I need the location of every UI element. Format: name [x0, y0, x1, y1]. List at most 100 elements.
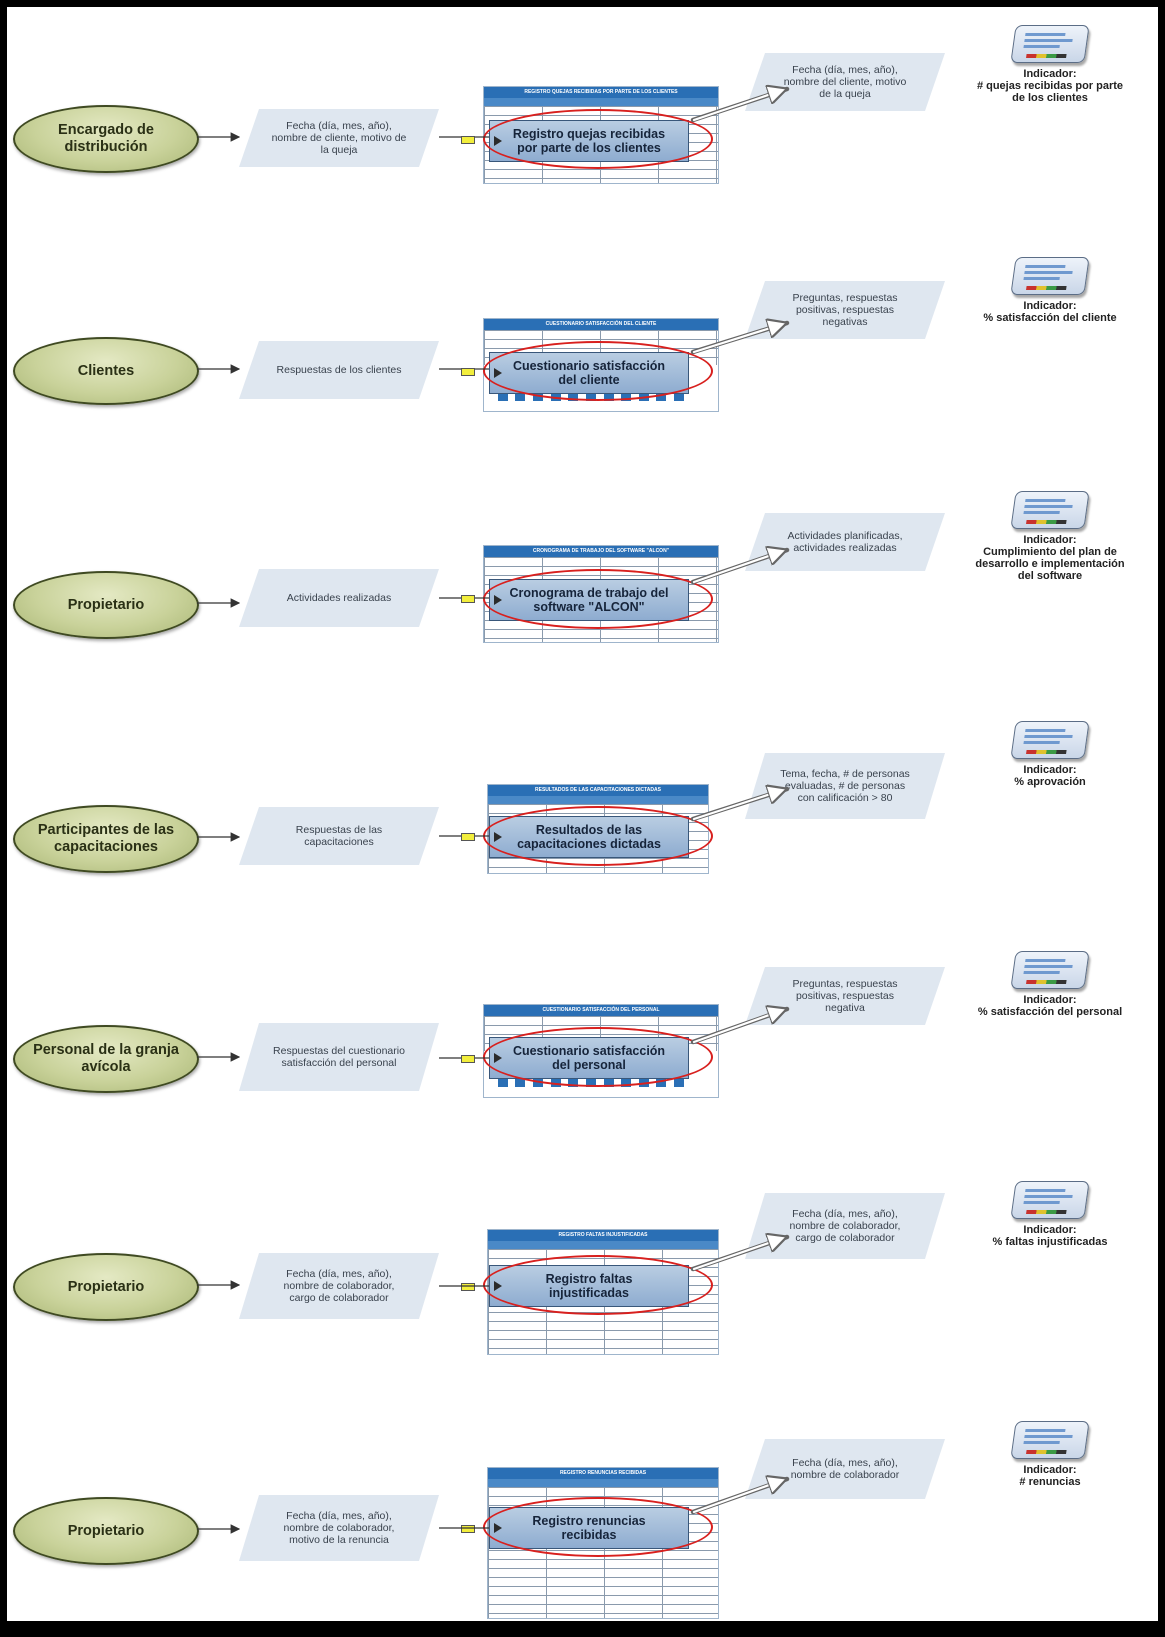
indicator-value: # quejas recibidas por parte de los clie… — [976, 80, 1124, 104]
actor-label: Propietario — [67, 596, 145, 613]
connector — [461, 833, 475, 841]
flow-row-6: Propietario Fecha (día, mes, año), nombr… — [7, 1181, 1158, 1397]
input-data: Respuestas de las capacitaciones — [239, 807, 439, 865]
actor-label: Personal de la granja avícola — [33, 1042, 179, 1075]
actor-label: Propietario — [67, 1522, 145, 1539]
output-data: Tema, fecha, # de personas evaluadas, # … — [745, 753, 945, 819]
document-header: REGISTRO QUEJAS RECIBIDAS POR PARTE DE L… — [484, 87, 718, 98]
flow-row-3: Propietario Actividades realizadas CRONO… — [7, 491, 1158, 707]
document-header: CUESTIONARIO SATISFACCIÓN DEL CLIENTE — [484, 319, 718, 330]
output-data-label: Fecha (día, mes, año), nombre de colabor… — [789, 1208, 901, 1244]
highlight-circle — [483, 341, 713, 401]
input-data-label: Fecha (día, mes, año), nombre de colabor… — [283, 1268, 395, 1304]
actor-label: Participantes de las capacitaciones — [37, 822, 175, 855]
input-data-label: Fecha (día, mes, año), nombre de colabor… — [283, 1510, 395, 1546]
indicator-value: % faltas injustificadas — [992, 1236, 1108, 1248]
indicator-value: % satisfacción del personal — [977, 1006, 1123, 1018]
output-data-label: Actividades planificadas, actividades re… — [787, 530, 903, 554]
actor-node: Participantes de las capacitaciones — [13, 805, 199, 873]
output-data: Fecha (día, mes, año), nombre de colabor… — [745, 1193, 945, 1259]
connector — [461, 595, 475, 603]
flow-row-2: Clientes Respuestas de los clientes CUES… — [7, 257, 1158, 473]
document-header: RESULTADOS DE LAS CAPACITACIONES DICTADA… — [488, 785, 708, 796]
indicator-document-icon — [1010, 1181, 1090, 1219]
indicator: Indicador: # renuncias — [975, 1421, 1125, 1488]
highlight-circle — [483, 1255, 713, 1315]
actor-label: Encargado de distribución — [58, 122, 154, 155]
document-header: REGISTRO FALTAS INJUSTIFICADAS — [488, 1230, 718, 1241]
connector — [461, 368, 475, 376]
indicator: Indicador: % satisfacción del personal — [975, 951, 1125, 1018]
indicator: Indicador: % faltas injustificadas — [975, 1181, 1125, 1248]
actor-node: Propietario — [13, 571, 199, 639]
highlight-circle — [483, 1027, 713, 1087]
document-header: CUESTIONARIO SATISFACCIÓN DEL PERSONAL — [484, 1005, 718, 1016]
indicator-label: Indicador: — [1023, 300, 1077, 312]
highlight-circle — [483, 569, 713, 629]
indicator-document-icon — [1010, 257, 1090, 295]
highlight-circle — [483, 1497, 713, 1557]
output-data: Actividades planificadas, actividades re… — [745, 513, 945, 571]
input-data-label: Actividades realizadas — [286, 592, 392, 604]
indicator-label: Indicador: — [1023, 68, 1077, 80]
document-subheader — [488, 796, 708, 804]
input-data-label: Respuestas del cuestionario satisfacción… — [273, 1045, 405, 1069]
document-subheader — [484, 98, 718, 106]
indicator: Indicador: # quejas recibidas por parte … — [975, 25, 1125, 104]
indicator-document-icon — [1010, 25, 1090, 63]
input-data: Fecha (día, mes, año), nombre de colabor… — [239, 1253, 439, 1319]
document-subheader — [488, 1479, 718, 1487]
indicator-document-icon — [1010, 1421, 1090, 1459]
input-data: Fecha (día, mes, año), nombre de colabor… — [239, 1495, 439, 1561]
indicator-document-icon — [1010, 951, 1090, 989]
output-data: Fecha (día, mes, año), nombre de colabor… — [745, 1439, 945, 1499]
actor-label: Clientes — [77, 362, 135, 379]
input-data: Actividades realizadas — [239, 569, 439, 627]
document-header: REGISTRO RENUNCIAS RECIBIDAS — [488, 1468, 718, 1479]
indicator-label: Indicador: — [1023, 994, 1077, 1006]
document-subheader — [488, 1241, 718, 1249]
indicator-value: # renuncias — [1019, 1476, 1081, 1488]
output-data: Preguntas, respuestas positivas, respues… — [745, 281, 945, 339]
diagram-canvas: Encargado de distribución Fecha (día, me… — [7, 7, 1158, 1621]
indicator-value: Cumplimiento del plan de desarrollo e im… — [975, 546, 1125, 582]
actor-node: Encargado de distribución — [13, 105, 199, 173]
indicator: Indicador: % aprovación — [975, 721, 1125, 788]
actor-label: Propietario — [67, 1278, 145, 1295]
flow-row-7: Propietario Fecha (día, mes, año), nombr… — [7, 1421, 1158, 1637]
flow-row-1: Encargado de distribución Fecha (día, me… — [7, 25, 1158, 241]
output-data: Fecha (día, mes, año), nombre del client… — [745, 53, 945, 111]
actor-node: Clientes — [13, 337, 199, 405]
output-data-label: Preguntas, respuestas positivas, respues… — [792, 978, 898, 1014]
input-data: Respuestas de los clientes — [239, 341, 439, 399]
connector — [461, 1055, 475, 1063]
input-data-label: Respuestas de los clientes — [276, 364, 402, 376]
flow-row-4: Participantes de las capacitaciones Resp… — [7, 721, 1158, 943]
input-data: Fecha (día, mes, año), nombre de cliente… — [239, 109, 439, 167]
indicator-label: Indicador: — [1023, 764, 1077, 776]
actor-node: Propietario — [13, 1497, 199, 1565]
connector — [461, 1283, 475, 1291]
actor-node: Personal de la granja avícola — [13, 1025, 199, 1093]
indicator: Indicador: Cumplimiento del plan de desa… — [975, 491, 1125, 582]
indicator-label: Indicador: — [1023, 534, 1077, 546]
indicator-value: % satisfacción del cliente — [983, 312, 1117, 324]
indicator-document-icon — [1010, 491, 1090, 529]
flow-row-5: Personal de la granja avícola Respuestas… — [7, 951, 1158, 1167]
connector — [461, 1525, 475, 1533]
indicator-label: Indicador: — [1023, 1464, 1077, 1476]
indicator-label: Indicador: — [1023, 1224, 1077, 1236]
input-data-label: Respuestas de las capacitaciones — [295, 824, 383, 848]
output-data-label: Fecha (día, mes, año), nombre del client… — [783, 64, 907, 100]
input-data: Respuestas del cuestionario satisfacción… — [239, 1023, 439, 1091]
highlight-circle — [483, 806, 713, 866]
input-data-label: Fecha (día, mes, año), nombre de cliente… — [271, 120, 407, 156]
indicator-value: % aprovación — [1014, 776, 1086, 788]
highlight-circle — [483, 109, 713, 169]
indicator-document-icon — [1010, 721, 1090, 759]
output-data: Preguntas, respuestas positivas, respues… — [745, 967, 945, 1025]
output-data-label: Tema, fecha, # de personas evaluadas, # … — [780, 768, 910, 804]
actor-node: Propietario — [13, 1253, 199, 1321]
output-data-label: Fecha (día, mes, año), nombre de colabor… — [790, 1457, 900, 1481]
connector — [461, 136, 475, 144]
